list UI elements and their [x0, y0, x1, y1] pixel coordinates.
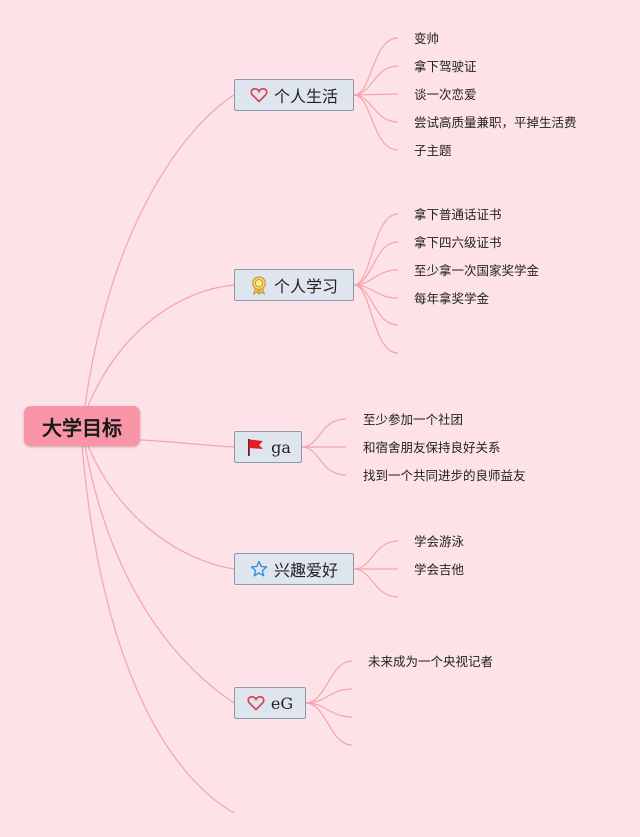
leaf-item[interactable]: 和宿舍朋友保持良好关系	[363, 440, 501, 455]
leaf-item[interactable]: 学会吉他	[414, 562, 465, 577]
leaf-item[interactable]: 子主题	[414, 143, 452, 158]
branch-5-link-2	[305, 688, 353, 704]
branch-2-link-1	[353, 213, 399, 286]
branch-label: 兴趣爱好	[273, 561, 338, 580]
branch-2-link-6	[353, 284, 399, 354]
leaf-item[interactable]: 拿下驾驶证	[414, 59, 477, 74]
branch-hobbies[interactable]: 兴趣爱好	[234, 553, 354, 585]
branch-3-link-1	[301, 418, 347, 448]
root-topic[interactable]: 大学目标	[24, 406, 140, 446]
leaf-item[interactable]: 每年拿奖学金	[414, 291, 490, 306]
branch-2-link-3	[353, 269, 399, 286]
branch-label: eG	[270, 693, 294, 713]
star-icon	[250, 560, 268, 578]
branch-4-link-3	[353, 568, 399, 598]
branch-label: 个人学习	[273, 277, 338, 296]
root-link-branch-4	[87, 445, 235, 570]
leaf-item[interactable]: 未来成为一个央视记者	[368, 654, 494, 669]
heart-icon	[250, 87, 268, 103]
branch-4-link-1	[353, 540, 399, 570]
root-link-branch-1	[84, 94, 235, 407]
branch-5-link-1	[305, 660, 353, 704]
branch-1-link-3	[353, 93, 399, 96]
branch-2-link-2	[353, 241, 399, 286]
branch-eg[interactable]: eG	[234, 687, 306, 719]
leaf-item[interactable]: 谈一次恋爱	[414, 87, 477, 102]
root-link-branch-2	[87, 284, 235, 407]
branch-label: 个人生活	[273, 87, 338, 106]
root-link-branch-3	[139, 439, 235, 448]
leaf-item[interactable]: 至少参加一个社团	[363, 412, 464, 427]
leaf-item[interactable]: 找到一个共同进步的良师益友	[363, 468, 526, 483]
leaf-item[interactable]: 拿下普通话证书	[414, 207, 502, 222]
branch-ga[interactable]: ga	[234, 431, 302, 463]
heart-icon	[247, 695, 265, 711]
branch-1-link-1	[353, 37, 399, 96]
branch-1-link-2	[353, 65, 399, 96]
leaf-item[interactable]: 学会游泳	[414, 534, 465, 549]
leaf-item[interactable]: 尝试高质量兼职，平掉生活费	[414, 115, 577, 130]
leaf-item[interactable]: 变帅	[414, 31, 440, 46]
branch-personal-study[interactable]: 个人学习	[234, 269, 354, 301]
branch-5-link-4	[305, 702, 353, 746]
leaf-item[interactable]: 至少拿一次国家奖学金	[414, 263, 540, 278]
branch-1-link-5	[353, 94, 399, 151]
root-link-branch-5	[84, 445, 235, 704]
branch-1-link-4	[353, 94, 399, 123]
branch-label: ga	[271, 437, 291, 457]
leaf-item[interactable]: 拿下四六级证书	[414, 235, 502, 250]
red-flag-icon	[245, 437, 265, 457]
root-link-extra	[81, 445, 235, 814]
branch-2-link-5	[353, 284, 399, 326]
medal-icon	[250, 275, 268, 295]
branch-3-link-3	[301, 446, 347, 476]
branch-personal-life[interactable]: 个人生活	[234, 79, 354, 111]
